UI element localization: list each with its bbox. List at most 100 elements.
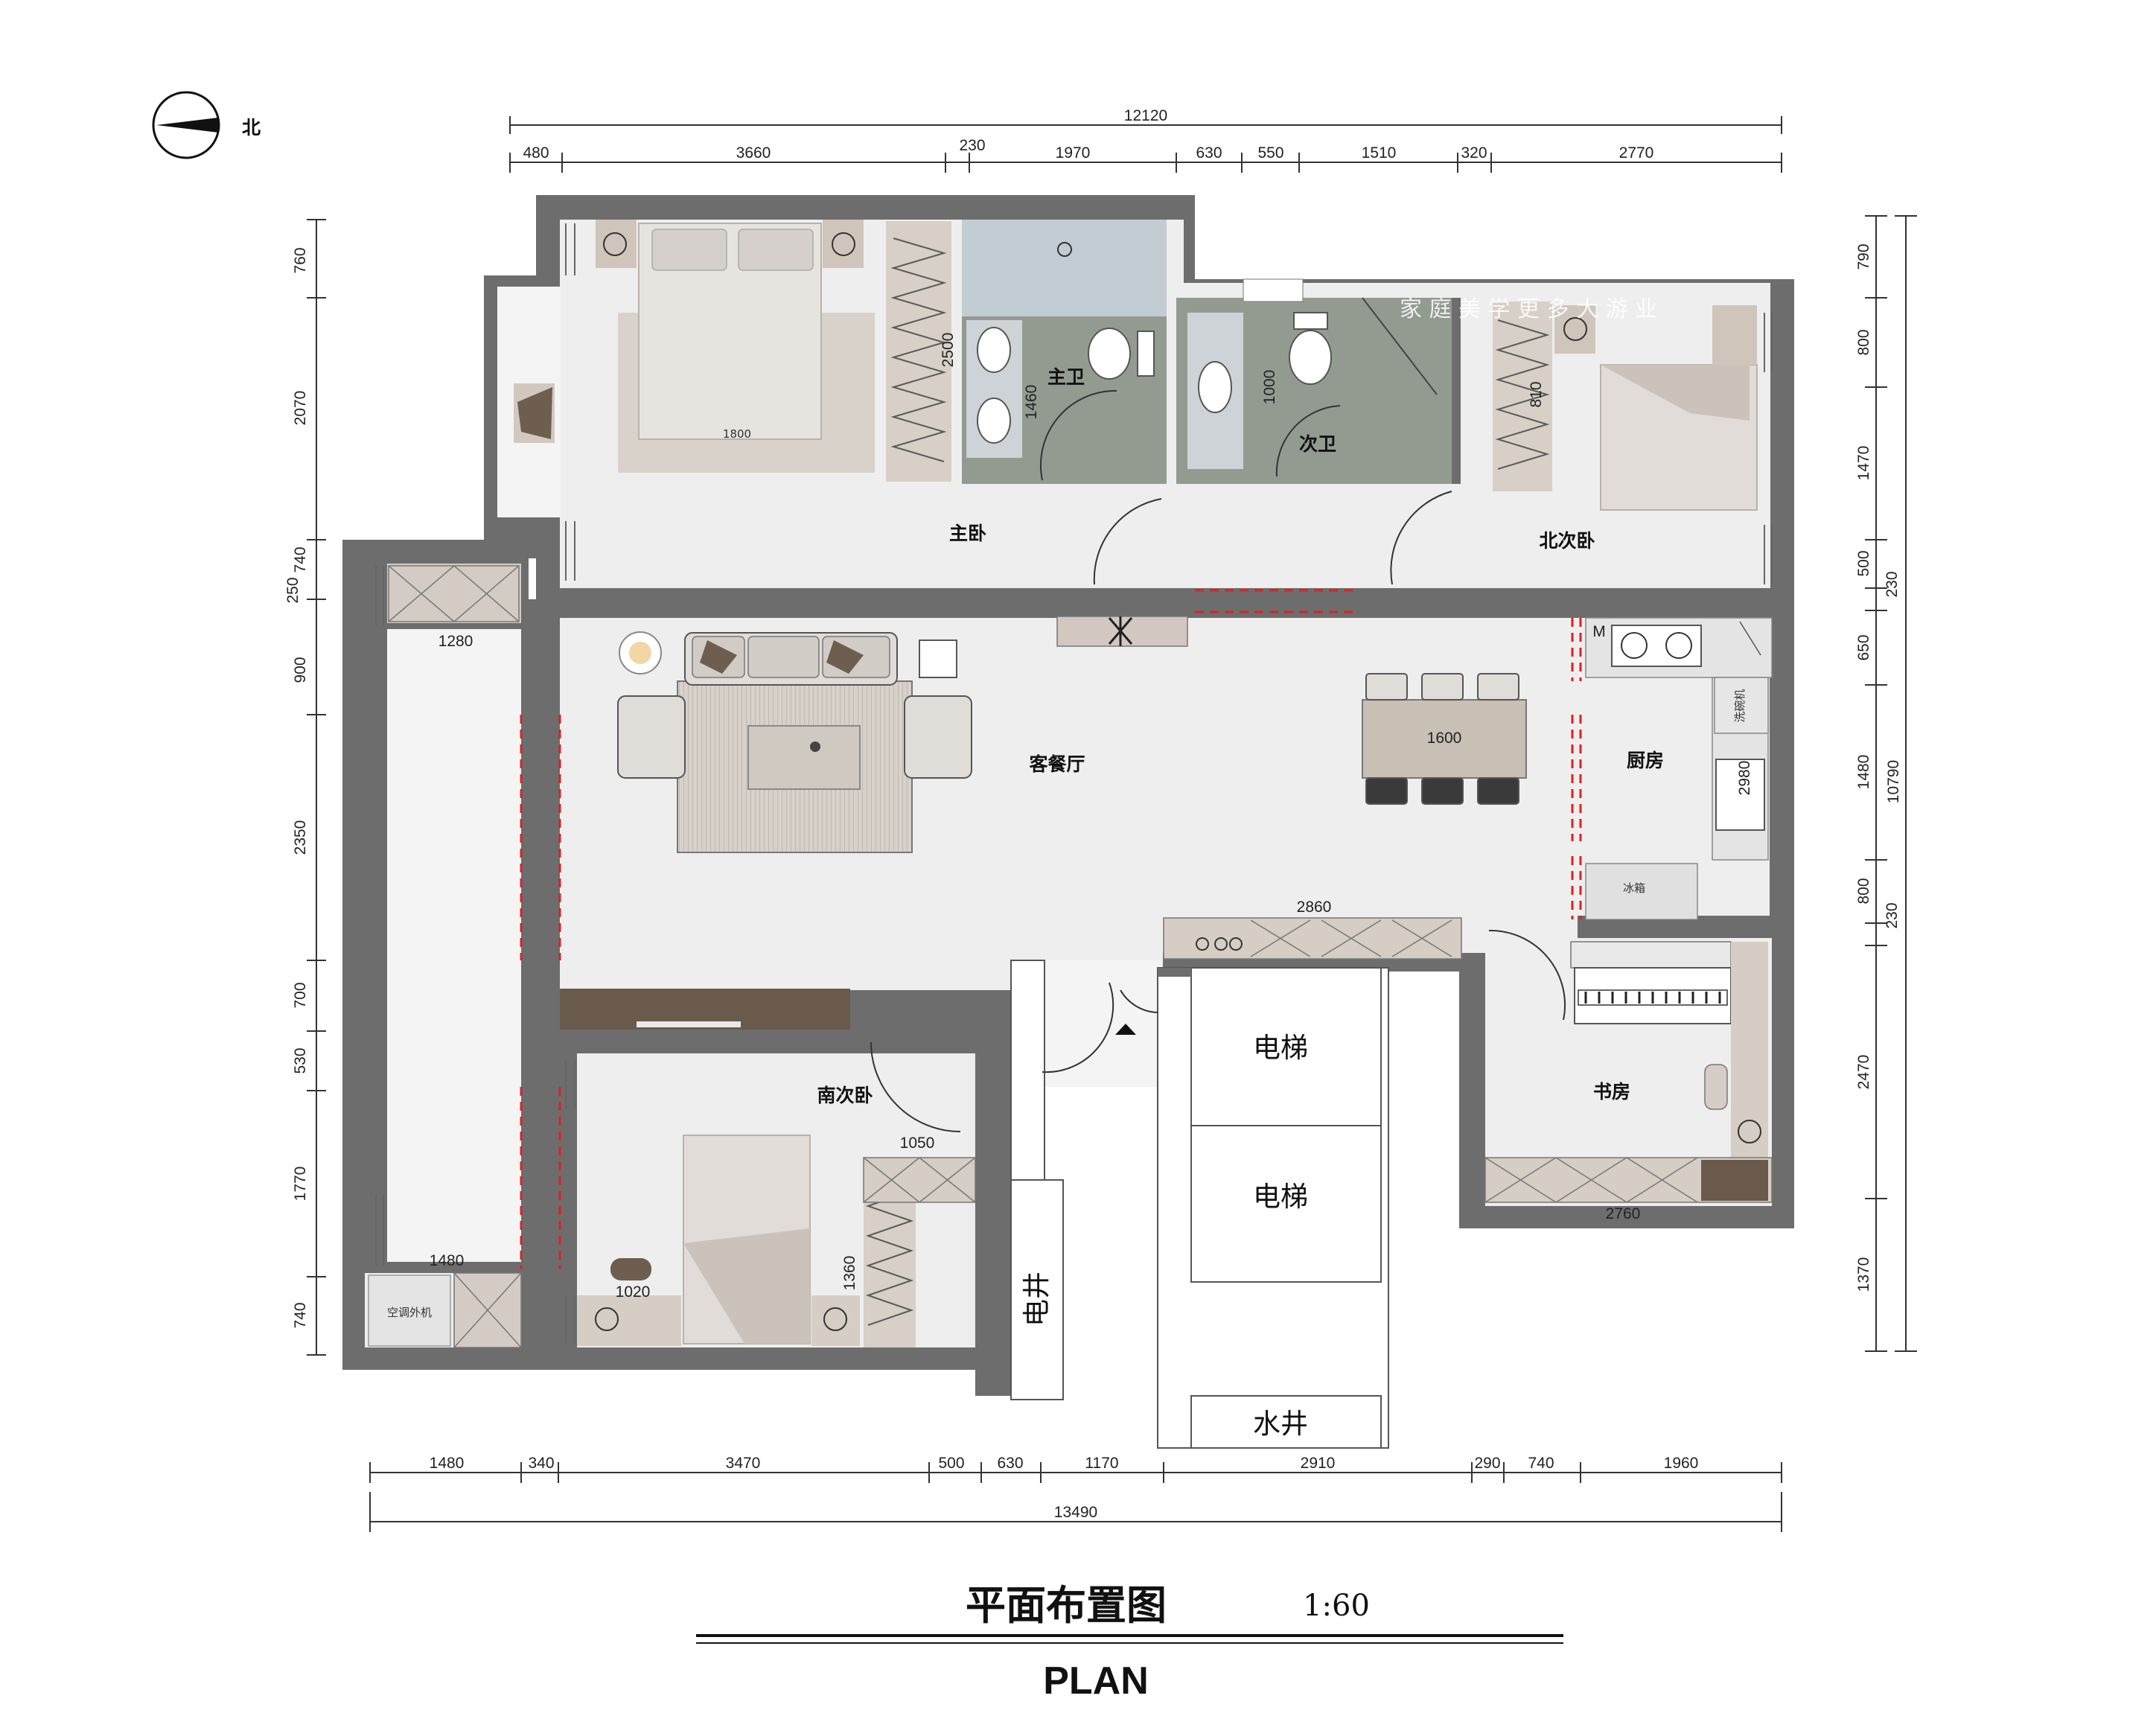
- entrance-door[interactable]: [1042, 982, 1114, 1074]
- dim-right-3: 500: [1855, 550, 1872, 576]
- dim-north-wardrobe: 810: [1528, 381, 1545, 407]
- dim-second-bath: 1000: [1261, 370, 1278, 405]
- lamp-icon: [603, 232, 627, 256]
- dim-top-1: 3660: [736, 144, 771, 162]
- dim-left-0: 760: [292, 247, 309, 273]
- dim-bottom-4: 630: [997, 1455, 1023, 1472]
- label-kitchen-m: M: [1592, 623, 1606, 640]
- dim-master-bed: 1800: [723, 427, 751, 441]
- lamp-icon: [1738, 1120, 1761, 1143]
- label-master-bath: 主卫: [1047, 366, 1085, 388]
- dim-master-wardrobe: 2500: [940, 333, 957, 368]
- dim-right-4: 230: [1884, 571, 1901, 597]
- south-bedroom-door[interactable]: [870, 1041, 961, 1132]
- kitchen-fixtures: [1585, 617, 1773, 920]
- entrance-arrow-icon: [1115, 1024, 1136, 1035]
- dim-desk-bottom: 1020: [616, 1283, 651, 1301]
- dim-right-7: 800: [1855, 878, 1872, 904]
- second-bath-door[interactable]: [1275, 405, 1341, 477]
- left-dimensions: [307, 219, 326, 1356]
- label-second-bath: 次卫: [1299, 433, 1336, 455]
- label-kitchen: 厨房: [1627, 750, 1664, 771]
- dim-dining-table: 1600: [1427, 730, 1462, 747]
- label-ac-unit: 空调外机: [387, 1306, 432, 1319]
- label-north-bedroom: 北次卧: [1539, 530, 1595, 552]
- dim-right-9: 2470: [1855, 1055, 1872, 1090]
- sideboard: [1163, 917, 1462, 960]
- dim-top-0: 480: [523, 144, 549, 162]
- dim-bottom-2: 3470: [726, 1455, 761, 1472]
- watermark: 家 庭 美 学 更 多 大 游 业: [1400, 296, 1657, 322]
- entrance-door-2[interactable]: [1120, 989, 1158, 1013]
- dim-left-2: 740: [292, 546, 309, 572]
- master-bedroom-door[interactable]: [1093, 498, 1162, 585]
- dim-bottom-8: 740: [1528, 1455, 1554, 1472]
- dashed-walls: [520, 589, 1582, 1269]
- elevator-1: [1190, 967, 1382, 1126]
- dim-kitchen-counter: 2980: [1736, 761, 1753, 796]
- dim-top-total: 12120: [1124, 107, 1167, 124]
- dim-right-1: 800: [1855, 329, 1872, 355]
- dim-right-2: 1470: [1855, 446, 1872, 481]
- lamp-icon: [595, 1307, 619, 1331]
- dim-bottom-0: 1480: [430, 1455, 465, 1472]
- dim-bottom-7: 290: [1474, 1455, 1500, 1472]
- dining-table: [1362, 673, 1527, 805]
- toilet-icon: [1088, 328, 1131, 380]
- master-bed: [596, 220, 875, 473]
- label-study: 书房: [1593, 1081, 1630, 1103]
- core-area: [1010, 960, 1389, 1449]
- balcony-cabinets: [368, 565, 522, 1348]
- compass-needle-icon: [156, 118, 218, 133]
- dim-top-7: 320: [1461, 144, 1487, 162]
- master-bath-door[interactable]: [1040, 389, 1117, 481]
- dim-top-4: 630: [1196, 144, 1222, 162]
- label-dishwasher: 洗碗机: [1733, 689, 1747, 722]
- dim-balcony-top: 1280: [438, 633, 473, 650]
- top-dimensions: [509, 116, 1782, 173]
- compass: 北: [152, 91, 261, 159]
- dim-left-9: 740: [292, 1302, 309, 1328]
- dim-bottom-6: 2910: [1301, 1455, 1336, 1472]
- south-bedroom-furniture: [577, 1135, 976, 1347]
- dim-right-0: 790: [1855, 243, 1872, 269]
- lamp-icon: [1563, 317, 1587, 341]
- dim-balcony-bottom: 1480: [430, 1252, 465, 1269]
- dim-top-2: 230: [959, 137, 985, 154]
- north-bedroom-furniture: [1493, 302, 1758, 511]
- dim-top-6: 1510: [1362, 144, 1397, 162]
- dim-bottom-total: 13490: [1054, 1504, 1097, 1521]
- compass-label: 北: [242, 117, 261, 138]
- dim-wardrobe-south: 1360: [841, 1256, 858, 1291]
- shower-drain-icon: [1057, 242, 1072, 257]
- label-south-bedroom: 南次卧: [817, 1085, 873, 1106]
- bottom-dimensions: [369, 1462, 1782, 1532]
- dim-left-4: 900: [292, 657, 309, 683]
- dim-right-6: 1480: [1855, 755, 1872, 790]
- dim-left-6: 700: [292, 982, 309, 1008]
- dim-left-8: 1770: [292, 1167, 309, 1202]
- living-room-furniture: [560, 616, 1188, 1030]
- label-water-shaft: 水井: [1253, 1408, 1308, 1440]
- study-furniture: [1484, 941, 1773, 1203]
- dim-top-5: 550: [1257, 144, 1283, 162]
- north-bedroom-door[interactable]: [1390, 491, 1452, 585]
- elevator-2: [1190, 1125, 1382, 1283]
- compass-circle: [152, 91, 220, 159]
- elec-shaft: [1010, 1179, 1064, 1400]
- master-wardrobe: [886, 221, 951, 482]
- dim-left-5: 2350: [292, 820, 309, 855]
- label-elec-shaft: 电井: [1021, 1272, 1053, 1327]
- dim-right-10: 1370: [1855, 1257, 1872, 1292]
- dim-left-7: 530: [292, 1047, 309, 1074]
- dim-master-bath: 1460: [1023, 385, 1040, 420]
- stove-burner-icon: [1621, 632, 1648, 659]
- dim-bottom-9: 1960: [1664, 1455, 1699, 1472]
- dim-tv-cabinet: 2860: [1297, 899, 1332, 916]
- lamp-icon: [832, 232, 855, 256]
- study-door[interactable]: [1488, 929, 1566, 1021]
- label-fridge: 冰箱: [1623, 881, 1645, 895]
- dim-study-cabinet: 2760: [1606, 1205, 1641, 1222]
- title-cn: 平面布置图: [966, 1582, 1167, 1629]
